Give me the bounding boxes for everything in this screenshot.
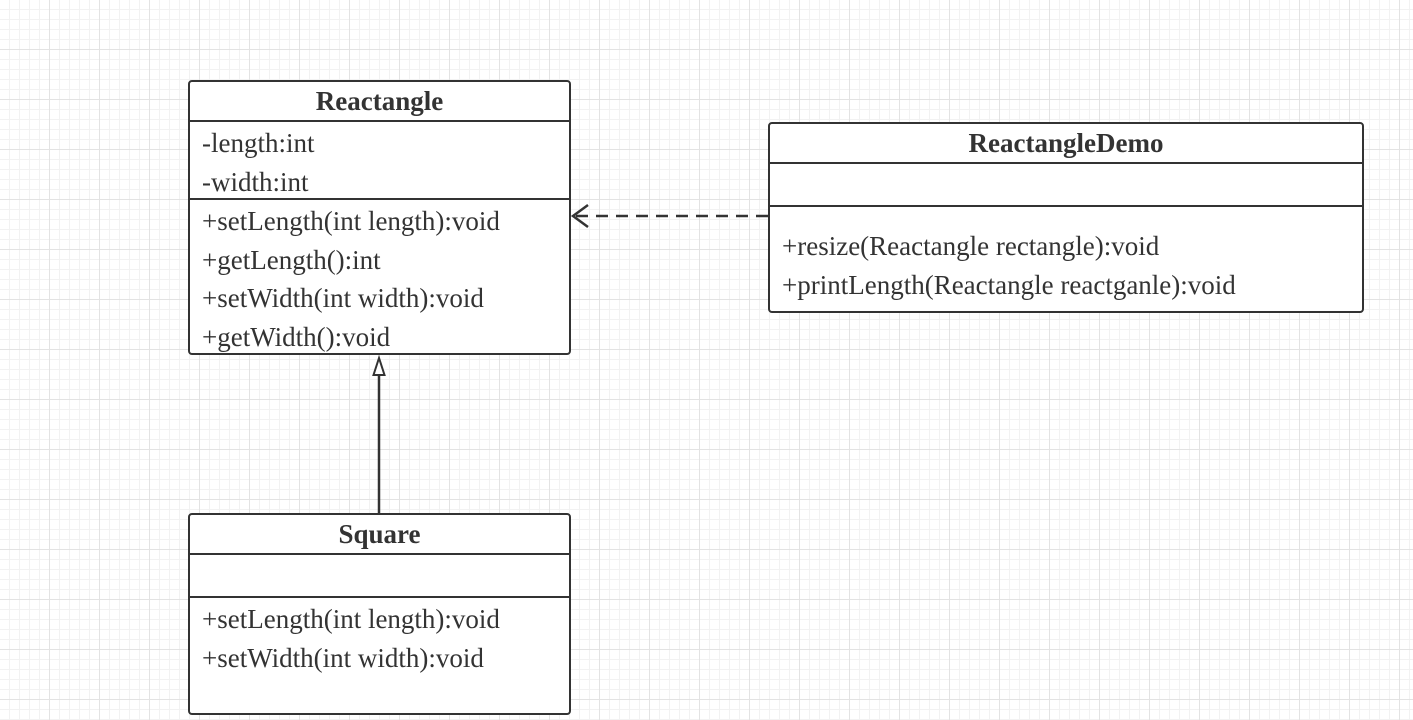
class-name-reactangle: Reactangle: [190, 82, 569, 122]
operation-set-width: +setWidth(int width):void: [202, 642, 484, 673]
operation-set-width: +setWidth(int width):void: [202, 283, 484, 313]
operations-reactangle-demo: +resize(Reactangle rectangle):void +prin…: [770, 207, 1362, 304]
generalization-arrowhead: [372, 354, 386, 376]
operation-get-width: +getWidth():void: [202, 321, 391, 352]
attributes-reactangle: -length:int -width:int: [190, 122, 569, 200]
operations-square: +setLength(int length):void +setWidth(in…: [190, 598, 569, 677]
class-reactangle-demo[interactable]: ReactangleDemo +resize(Reactangle rectan…: [768, 122, 1364, 313]
attributes-square: [190, 555, 569, 598]
attributes-reactangle-demo: [770, 164, 1362, 207]
class-reactangle[interactable]: Reactangle -length:int -width:int +setLe…: [188, 80, 571, 355]
operation-print-length: +printLength(Reactangle reactganle):void: [782, 269, 1236, 300]
operation-resize: +resize(Reactangle rectangle):void: [782, 231, 1160, 261]
class-name-square: Square: [190, 515, 569, 555]
operation-set-length: +setLength(int length):void: [202, 206, 500, 236]
operations-reactangle: +setLength(int length):void +getLength()…: [190, 200, 569, 356]
class-square[interactable]: Square +setLength(int length):void +setW…: [188, 513, 571, 715]
operation-get-length: +getLength():int: [202, 244, 381, 275]
operation-set-length: +setLength(int length):void: [202, 604, 500, 634]
attribute-length: -length:int: [202, 128, 315, 158]
dependency-arrowhead: [570, 203, 589, 229]
attribute-width: -width:int: [202, 166, 309, 197]
class-name-reactangle-demo: ReactangleDemo: [770, 124, 1362, 164]
